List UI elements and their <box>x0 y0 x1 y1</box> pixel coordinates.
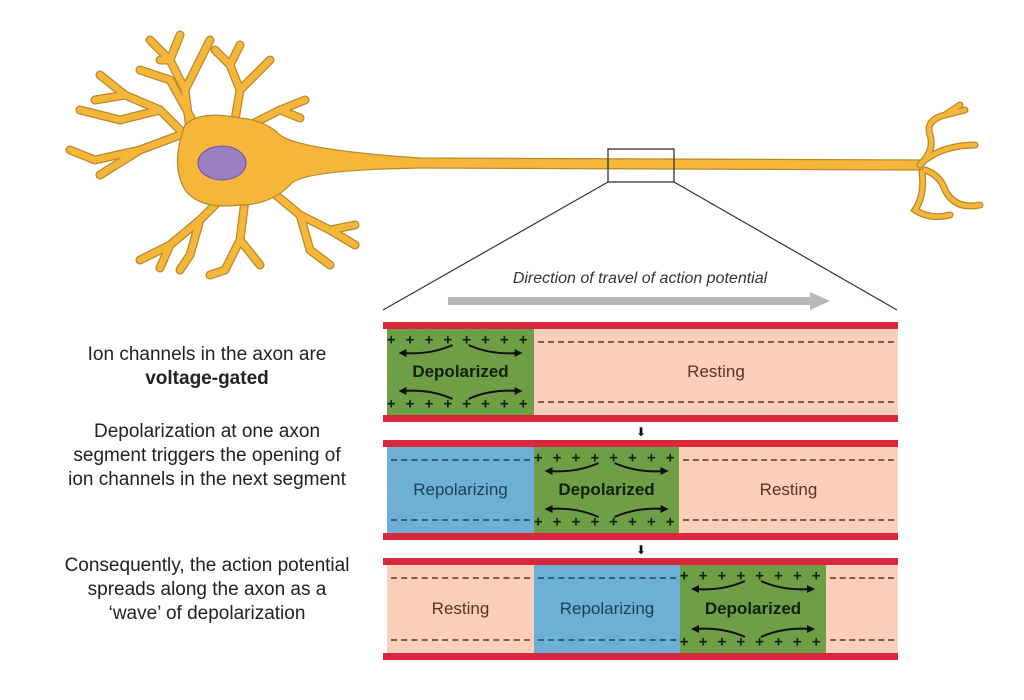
current-arrow <box>548 507 599 518</box>
segment-label: Depolarized <box>558 480 655 499</box>
membrane-top <box>383 558 898 565</box>
negative-charges <box>391 639 530 641</box>
segment-resting: Resting <box>387 565 534 653</box>
membrane-bottom <box>383 653 898 660</box>
positive-charges: + + + + + + + + + + + <box>387 333 534 347</box>
direction-arrow-icon <box>448 292 830 310</box>
current-arrow <box>548 462 599 473</box>
arrowhead <box>544 505 553 513</box>
positive-charges: + + + + + + + + + + + <box>680 569 826 583</box>
arrowhead <box>691 585 699 593</box>
negative-charges <box>538 341 894 343</box>
negative-charges <box>683 459 894 461</box>
current-arrow <box>402 344 453 355</box>
arrowhead <box>398 349 407 357</box>
segment-label: Repolarizing <box>413 480 508 499</box>
segment-label: Depolarized <box>704 599 802 618</box>
current-arrow <box>760 580 812 591</box>
segment-depol: + + + + + + + + + + + + + + + + + + + + +… <box>387 329 534 415</box>
caption-bold: voltage-gated <box>145 368 269 389</box>
current-arrow <box>402 389 453 400</box>
negative-charges <box>538 401 894 403</box>
current-arrows-icon <box>544 462 669 518</box>
membrane-top <box>383 322 898 329</box>
caption-text: Ion channels in the axon are <box>87 344 327 365</box>
negative-charges <box>391 459 530 461</box>
axon-panel-3: Resting Repolarizing + + + + + + + + + + +… <box>383 558 898 660</box>
step-arrow-icon: ⬇ <box>635 425 647 439</box>
negative-charges <box>683 519 894 521</box>
arrowhead <box>514 387 523 395</box>
axon-panel-1: + + + + + + + + + + + + + + + + + + + + +… <box>383 322 898 422</box>
segment-label: Resting <box>431 599 490 618</box>
segment-label: Depolarized <box>412 362 509 381</box>
membrane-bottom <box>383 533 898 540</box>
current-arrows-icon <box>691 580 815 638</box>
segment-resting <box>826 565 898 653</box>
zoom-line-right <box>673 181 898 311</box>
caption-voltage-gated: Ion channels in the axon are voltage-gat… <box>62 343 352 391</box>
segment-resting: Resting <box>679 447 898 533</box>
membrane-top <box>383 440 898 447</box>
current-arrow <box>694 580 746 591</box>
axon-terminal <box>910 101 984 221</box>
zoom-region-box <box>607 148 675 183</box>
segment-depol: + + + + + + + + + + + + + + + + + + + + +… <box>680 565 826 653</box>
negative-charges <box>538 639 676 641</box>
arrowhead <box>807 585 815 593</box>
arrowhead <box>398 387 407 395</box>
current-arrow <box>694 627 746 638</box>
direction-label: Direction of travel of action potential <box>512 270 768 287</box>
current-arrow <box>468 344 519 355</box>
arrowhead <box>544 467 553 475</box>
negative-charges <box>538 577 676 579</box>
segment-repol: Repolarizing <box>534 565 680 653</box>
zoom-line-left <box>382 181 609 311</box>
positive-charges: + + + + + + + + + + + <box>387 397 534 411</box>
caption-wave: Consequently, the action potential sprea… <box>64 555 350 624</box>
segment-depol: + + + + + + + + + + + + + + + + + + + + +… <box>534 447 679 533</box>
current-arrow <box>614 507 665 518</box>
negative-charges <box>391 577 530 579</box>
segment-repol: Repolarizing <box>387 447 534 533</box>
negative-charges <box>391 519 530 521</box>
positive-charges: + + + + + + + + + + + <box>534 515 679 529</box>
positive-charges: + + + + + + + + + + + <box>680 635 826 649</box>
step-arrow-icon: ⬇ <box>635 543 647 557</box>
arrowhead <box>807 625 815 633</box>
positive-charges: + + + + + + + + + + + <box>534 451 679 465</box>
axon-panel-2: Repolarizing+ + + + + + + + + + ++ + + +… <box>383 440 898 540</box>
arrowhead <box>691 625 699 633</box>
segment-label: Repolarizing <box>559 599 655 618</box>
segment-label: Resting <box>687 362 745 381</box>
nucleus <box>197 145 247 181</box>
soma <box>176 114 921 207</box>
current-arrow <box>760 627 812 638</box>
segment-label: Resting <box>759 480 818 499</box>
negative-charges <box>830 639 894 641</box>
membrane-bottom <box>383 415 898 422</box>
neuron-illustration <box>65 30 984 311</box>
arrowhead <box>514 349 523 357</box>
current-arrows-icon <box>398 344 523 400</box>
dendrites <box>65 30 360 280</box>
segment-resting: Resting <box>534 329 898 415</box>
current-arrow <box>614 462 665 473</box>
current-arrow <box>468 389 519 400</box>
arrowhead <box>660 505 669 513</box>
caption-depolarization-triggers: Depolarization at one axon segment trigg… <box>68 421 346 490</box>
arrowhead <box>660 467 669 475</box>
negative-charges <box>830 577 894 579</box>
